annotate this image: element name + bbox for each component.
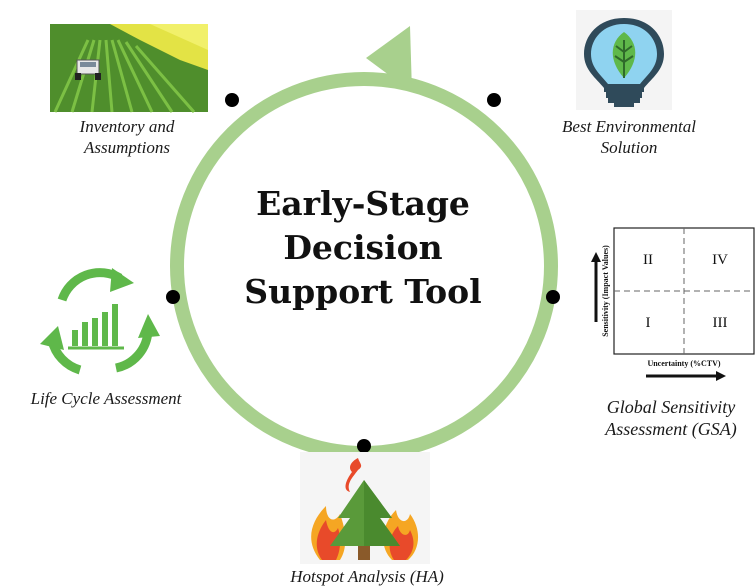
lca-label: Life Cycle Assessment: [8, 388, 204, 409]
best-solution-label: Best Environmental Solution: [534, 116, 724, 158]
best-solution-label-line-1: Best Environmental: [562, 117, 696, 136]
inventory-label-line-1: Inventory and: [79, 117, 175, 136]
quadrant-ii: II: [643, 252, 653, 268]
lca-label-text: Life Cycle Assessment: [30, 389, 182, 408]
fire-tree-icon: [300, 452, 430, 564]
node-inventory: [225, 93, 239, 107]
hotspot-label-text: Hotspot Analysis (HA): [290, 567, 444, 586]
gsa-label-line-2: Assessment (GSA): [605, 419, 737, 439]
node-best-solution: [487, 93, 501, 107]
lightbulb-leaf-icon: [576, 10, 672, 110]
node-hotspot: [357, 439, 371, 453]
node-lca: [166, 290, 180, 304]
gsa-x-axis-label: Uncertainty (%CTV): [647, 359, 720, 368]
node-gsa: [546, 290, 560, 304]
inventory-label-line-2: Assumptions: [84, 138, 170, 157]
hotspot-label: Hotspot Analysis (HA): [262, 566, 472, 587]
gsa-label: Global Sensitivity Assessment (GSA): [588, 396, 754, 440]
center-title: Early-Stage Decision Support Tool: [206, 182, 520, 314]
best-solution-label-line-2: Solution: [600, 138, 658, 157]
gsa-label-line-1: Global Sensitivity: [606, 397, 736, 417]
quadrant-iii: III: [713, 315, 728, 331]
recycle-chart-icon: [40, 268, 160, 375]
farm-field-photo: [50, 24, 208, 113]
center-title-line-1: Early-Stage: [256, 184, 470, 223]
gsa-quadrant-chart: II IV I III Uncertainty (%CTV) Sensitivi…: [591, 227, 755, 381]
center-title-line-3: Support Tool: [244, 272, 482, 311]
cycle-arrow-head: [366, 26, 412, 92]
quadrant-iv: IV: [712, 252, 728, 268]
gsa-y-axis-label: Sensitivity (Impact Values): [601, 245, 610, 337]
quadrant-i: I: [646, 315, 651, 331]
center-title-line-2: Decision: [283, 228, 443, 267]
inventory-label: Inventory and Assumptions: [52, 116, 202, 158]
